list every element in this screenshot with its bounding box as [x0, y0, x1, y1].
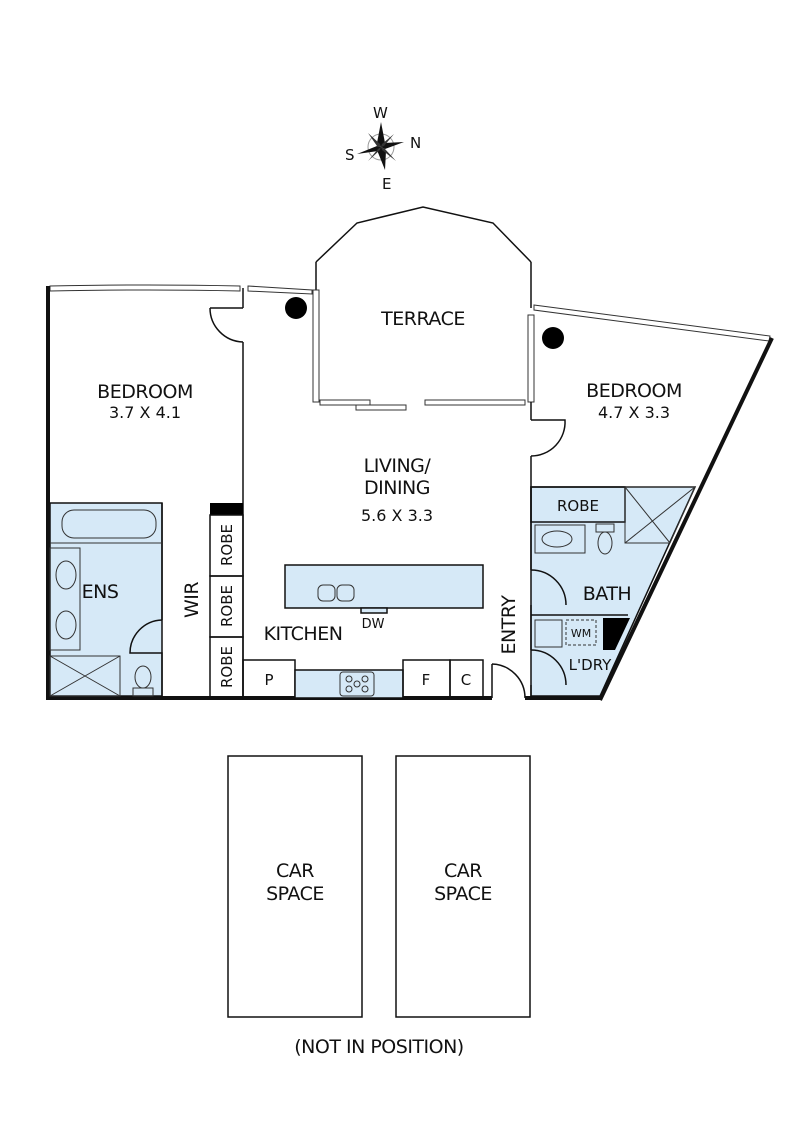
- living-label: LIVING/: [364, 455, 432, 477]
- dining-label: DINING: [364, 477, 430, 499]
- washing-machine-label: WM: [571, 627, 591, 640]
- wir-label: WIR: [181, 582, 203, 618]
- cupboard-label: C: [461, 671, 471, 689]
- kitchen-bench: [294, 669, 404, 699]
- bedroom2-label: BEDROOM: [586, 380, 682, 402]
- ensuite-label: ENS: [82, 581, 119, 603]
- pantry-label: P: [264, 671, 273, 689]
- bathtub-icon: [61, 509, 157, 539]
- car-space-label: CAR: [444, 860, 482, 882]
- washing-machine: [565, 619, 597, 646]
- compass-west: W: [373, 104, 388, 122]
- window-bedroom-right: [533, 304, 771, 342]
- cooktop-icon: [339, 671, 375, 697]
- compass-east: E: [382, 175, 391, 193]
- car-space-2: [395, 755, 531, 1018]
- terrace-window-right: [527, 314, 535, 403]
- laundry-tub: [534, 619, 563, 648]
- car-space-1: [227, 755, 363, 1018]
- car-space-label: SPACE: [434, 883, 492, 905]
- compass-rose-icon: W N S E: [345, 104, 421, 193]
- bedroom2-size: 4.7 X 3.3: [598, 403, 670, 422]
- bedroom1-label: BEDROOM: [97, 381, 193, 403]
- living-size: 5.6 X 3.3: [361, 506, 433, 525]
- dishwasher: [360, 607, 388, 614]
- basin-icon: [55, 610, 77, 640]
- fridge-label: F: [422, 671, 431, 689]
- column: [542, 327, 564, 349]
- cupboard: [449, 659, 484, 699]
- window-bedroom-left: [49, 284, 241, 292]
- laundry-label: L'DRY: [569, 656, 612, 674]
- bath-label: BATH: [583, 583, 631, 605]
- bedroom1-size: 3.7 X 4.1: [109, 403, 181, 422]
- column: [285, 297, 307, 319]
- car-space-label: SPACE: [266, 883, 324, 905]
- entry-label: ENTRY: [498, 595, 520, 655]
- car-space-label: CAR: [276, 860, 314, 882]
- terrace-window-left: [312, 289, 320, 403]
- robe-label: ROBE: [218, 646, 236, 688]
- sink-icon: [317, 584, 336, 602]
- shower-icon: [49, 655, 121, 697]
- compass-north: N: [410, 134, 421, 152]
- toilet-icon: [597, 531, 613, 555]
- robe-label: ROBE: [218, 585, 236, 627]
- robe-label: ROBE: [557, 497, 599, 515]
- sliding-door: [319, 399, 371, 406]
- vanity: [534, 524, 586, 554]
- parking-note: (NOT IN POSITION): [294, 1036, 463, 1058]
- basin-icon: [541, 530, 573, 548]
- robe-label: ROBE: [218, 524, 236, 566]
- kitchen-label: KITCHEN: [264, 623, 343, 645]
- kitchen-island: [284, 564, 484, 609]
- terrace-outline: [315, 206, 532, 263]
- terrace-label: TERRACE: [380, 308, 465, 330]
- dishwasher-label: DW: [362, 617, 385, 632]
- compass-south: S: [345, 146, 355, 164]
- basin-icon: [55, 560, 77, 590]
